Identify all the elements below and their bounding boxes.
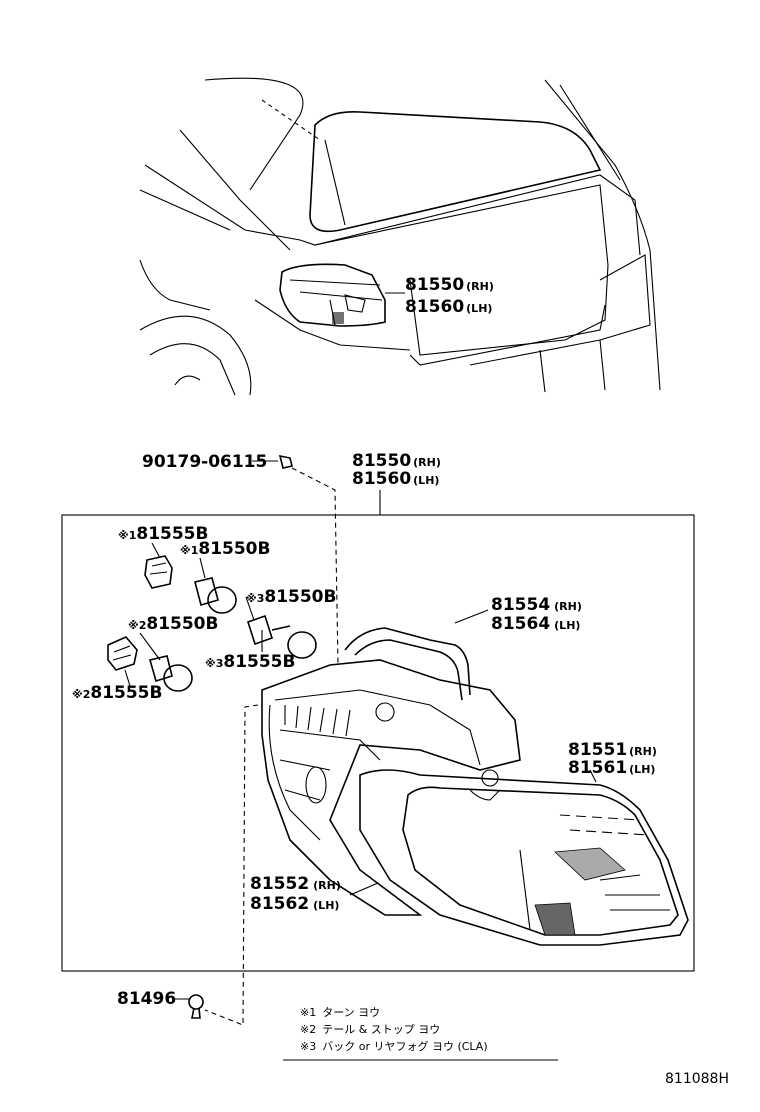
svg-text:81554(RH): 81554 (RH) — [491, 595, 582, 615]
svg-text:※181550B: ※181550B — [180, 539, 270, 559]
gasket-part-lh: 81564 — [491, 614, 550, 634]
bulb-reverse-icon — [245, 596, 317, 659]
svg-text:※281550B: ※281550B — [128, 614, 218, 634]
assembly-part-rh: 81550 — [352, 451, 411, 471]
screw-part-number: 90179-06115 — [142, 452, 267, 472]
screw-icon — [278, 454, 293, 469]
body-part-lh-side: (LH) — [313, 899, 339, 912]
body-part-lh: 81562 — [250, 894, 309, 914]
svg-text:81550(RH): 81550(RH) — [405, 275, 494, 295]
bulb2-part: 81550B — [146, 614, 218, 634]
legend-3-text: バック or リヤフォグ ヨウ (CLA) — [322, 1039, 487, 1053]
svg-text:81560(LH): 81560(LH) — [352, 469, 439, 489]
gasket-icon — [344, 627, 471, 701]
gasket-part-lh-side: (LH) — [554, 619, 580, 632]
lens-icon — [359, 769, 689, 946]
svg-text:※181555B: ※181555B — [118, 524, 208, 544]
upper-part-lh-side: (LH) — [466, 302, 492, 315]
svg-text:81560(LH): 81560(LH) — [405, 297, 492, 317]
body-part-rh: 81552 — [250, 874, 309, 894]
bulb1-mark: ※1 — [180, 544, 198, 557]
socket-turn-icon — [144, 542, 173, 589]
socket2-mark: ※2 — [72, 688, 90, 701]
clip-part-number: 81496 — [117, 989, 176, 1009]
socket2-part: 81555B — [90, 683, 162, 703]
lens-part-lh-side: (LH) — [629, 763, 655, 776]
svg-text:※381550B: ※381550B — [246, 587, 336, 607]
bulb3-mark: ※3 — [246, 592, 264, 605]
socket3-mark: ※3 — [205, 657, 223, 670]
upper-part-lh: 81560 — [405, 297, 464, 317]
figure-id: 811088H — [665, 1071, 729, 1087]
legend-1-mark: ※1 — [300, 1006, 316, 1019]
socket1-mark: ※1 — [118, 529, 136, 542]
bulb-turn-icon — [194, 557, 237, 614]
bulb2-mark: ※2 — [128, 619, 146, 632]
upper-part-rh: 81550 — [405, 275, 464, 295]
clip-icon — [188, 994, 204, 1019]
vehicle-tail-lamp — [279, 263, 386, 327]
assembly-part-rh-side: (RH) — [413, 456, 441, 469]
svg-text:81551(RH): 81551(RH) — [568, 740, 657, 760]
socket1-part: 81555B — [136, 524, 208, 544]
svg-text:※381555B: ※381555B — [205, 652, 295, 672]
assembly-part-lh-side: (LH) — [413, 474, 439, 487]
svg-text:81564(LH): 81564 (LH) — [491, 614, 580, 634]
svg-text:※281555B: ※281555B — [72, 683, 162, 703]
svg-text:81562(LH): 81562 (LH) — [250, 894, 339, 914]
gasket-part-rh: 81554 — [491, 595, 550, 615]
socket3-part: 81555B — [223, 652, 295, 672]
bulb1-part: 81550B — [198, 539, 270, 559]
lens-part-lh: 81561 — [568, 758, 627, 778]
bulb-tail-stop-icon — [139, 632, 193, 692]
legend-2-mark: ※2 — [300, 1023, 316, 1036]
body-part-rh-side: (RH) — [313, 879, 341, 892]
socket-tail-stop-icon — [107, 636, 138, 687]
svg-text:81550(RH): 81550(RH) — [352, 451, 441, 471]
vehicle-rear-view — [139, 77, 661, 396]
lamp-body-icon — [261, 659, 521, 916]
legend-1-text: ターン ヨウ — [322, 1006, 380, 1019]
assembly-frame — [61, 514, 695, 972]
bulb3-part: 81550B — [264, 587, 336, 607]
legend-2-text: テール & ストップ ヨウ — [322, 1023, 440, 1036]
gasket-part-rh-side: (RH) — [554, 600, 582, 613]
lens-part-rh: 81551 — [568, 740, 627, 760]
svg-text:81552(RH): 81552 (RH) — [250, 874, 341, 894]
lens-part-rh-side: (RH) — [629, 745, 657, 758]
legend: ※1 ターン ヨウ ※2 テール & ストップ ヨウ ※3 バック or リヤフォグ … — [283, 1006, 558, 1061]
upper-part-rh-side: (RH) — [466, 280, 494, 293]
legend-3-mark: ※3 — [300, 1040, 316, 1053]
svg-text:81561(LH): 81561(LH) — [568, 758, 655, 778]
assembly-part-lh: 81560 — [352, 469, 411, 489]
